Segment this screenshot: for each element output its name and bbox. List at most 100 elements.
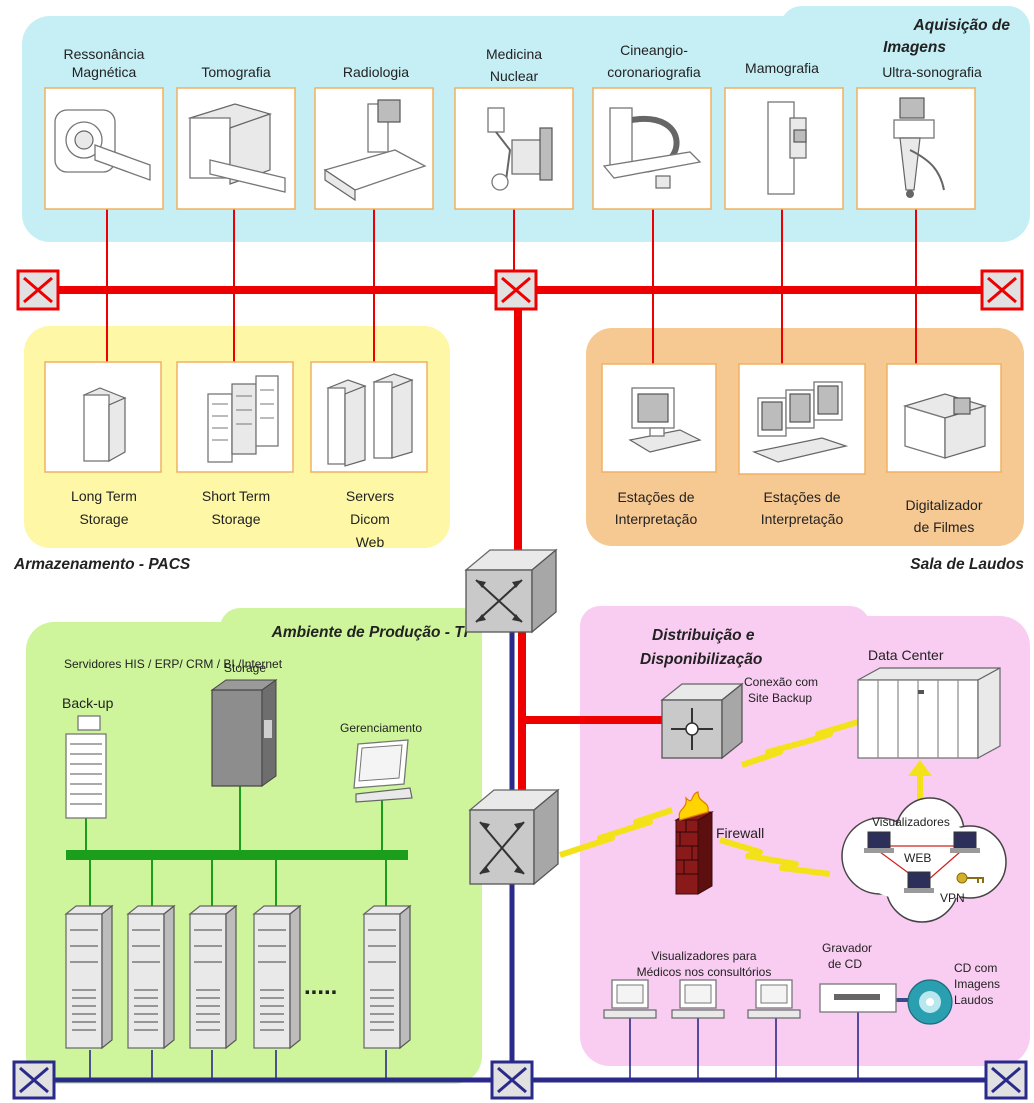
router-icon [660, 682, 744, 760]
data-center-icon [857, 666, 1001, 760]
reading-ws-2-label-1: Estações de [763, 489, 840, 505]
doctors-viewers-label-2: Médicos nos consultórios [637, 965, 772, 979]
site-backup-label-1: Conexão com [744, 675, 818, 689]
modality-mammo-label: Mamografia [745, 60, 819, 76]
short-term-storage: Short Term Storage [176, 361, 294, 527]
modality-us-label: Ultra-sonografia [882, 64, 982, 80]
server-to-blue-lines [89, 1010, 859, 1080]
film-digitizer-icon [902, 393, 988, 459]
production-storage-label: Storage [224, 661, 266, 675]
server-tower-1 [64, 904, 114, 1050]
reading-ws-1-label-1: Estações de [617, 489, 694, 505]
backup-device: Back-up [62, 695, 114, 819]
modality-mri: Ressonância Magnética [44, 46, 164, 210]
more-servers-ellipsis: ..... [304, 973, 337, 1000]
film-digitizer: Digitalizador de Filmes [886, 363, 1002, 535]
vpn-label: VPN [940, 891, 965, 905]
acquisition-title-line2: Imagens [883, 39, 946, 56]
data-center-label: Data Center [868, 647, 944, 663]
modality-mri-label-2: Magnética [72, 64, 137, 80]
dicom-web-servers: Servers Dicom Web [310, 361, 428, 550]
core-switch-icon [464, 548, 558, 634]
modality-angio-label-2: coronariografia [607, 64, 701, 80]
long-term-storage-label-2: Storage [79, 511, 128, 527]
switch-icon-red-center [494, 269, 538, 311]
switch-icon-blue-center [490, 1060, 534, 1100]
storage-cabinet-icon [82, 387, 127, 463]
site-backup-label-2: Site Backup [748, 691, 812, 705]
production-drop-lines [85, 786, 387, 906]
switch-icon-blue-left [12, 1060, 56, 1100]
reading-ws-1-label-2: Interpretação [615, 511, 698, 527]
cd-label-2: Imagens [954, 977, 1000, 991]
lightning-firewall-cloud [719, 837, 831, 877]
film-digitizer-label-1: Digitalizador [905, 497, 982, 513]
dicom-web-label-3: Web [356, 534, 385, 550]
modality-nuclear: Medicina Nuclear [454, 46, 574, 210]
gamma-camera-icon [487, 107, 553, 191]
modality-nuclear-label-1: Medicina [486, 46, 542, 62]
modality-mri-label-1: Ressonância [64, 46, 145, 62]
multi-monitor-workstation-icon [751, 381, 849, 463]
reading-workstation-2: Estações de Interpretação [738, 363, 866, 527]
modality-xray-label: Radiologia [343, 64, 409, 80]
monitor-icon [353, 739, 413, 803]
modality-ct: Tomografia [176, 64, 296, 210]
management-label: Gerenciamento [340, 721, 422, 735]
modality-mammography: Mamografia [724, 60, 844, 210]
laptop-icon-left [864, 831, 894, 853]
short-term-storage-label-1: Short Term [202, 488, 270, 504]
xray-machine-icon [323, 99, 427, 202]
modality-ct-label: Tomografia [201, 64, 270, 80]
cd-writer-label-2: de CD [828, 957, 862, 971]
web-label: WEB [904, 851, 931, 865]
doctor-pc-3 [747, 979, 801, 1019]
production-storage: Storage [210, 661, 278, 787]
reading-workstation-1: Estações de Interpretação [601, 363, 717, 527]
angiography-icon [602, 107, 702, 189]
lightning-router-datacenter [811, 719, 859, 743]
lightning-switch-firewall [559, 807, 673, 858]
laptop-icon-bottom [904, 871, 934, 893]
production-title: Ambiente de Produção - TI [271, 624, 469, 641]
distribution-switch-icon [468, 788, 560, 886]
dicom-web-label-2: Dicom [350, 511, 390, 527]
cd-writer: Gravador de CD [819, 941, 897, 1013]
viewers-cloud: Visualizadores WEB VPN [841, 797, 1007, 923]
key-icon [956, 872, 984, 884]
switch-icon-red-left [16, 269, 60, 311]
cd-writer-icon [819, 983, 897, 1013]
short-term-storage-label-2: Storage [211, 511, 260, 527]
management-station: Gerenciamento [340, 721, 422, 803]
mri-scanner-icon [54, 109, 151, 181]
lightning-site-backup [741, 737, 813, 768]
modality-nuclear-label-2: Nuclear [490, 68, 539, 84]
mammography-icon [767, 101, 807, 195]
doctor-pc-2 [671, 979, 725, 1019]
server-tower-4 [252, 904, 302, 1050]
site-backup-router: Conexão com Site Backup [660, 675, 818, 760]
data-center: Data Center [857, 647, 1001, 760]
long-term-storage: Long Term Storage [44, 361, 162, 527]
ultrasound-icon [893, 97, 945, 198]
reading-room-title: Sala de Laudos [910, 556, 1024, 573]
modality-angio-label-1: Cineangio- [620, 42, 688, 58]
film-digitizer-label-2: de Filmes [914, 519, 975, 535]
switch-icon-blue-right [984, 1060, 1028, 1100]
modality-drop-lines [106, 209, 917, 364]
reading-ws-2-label-2: Interpretação [761, 511, 844, 527]
dicom-web-label-1: Servers [346, 488, 394, 504]
tape-library-icon [65, 715, 107, 819]
storage-tower-icon [210, 679, 278, 787]
workstation-icon [628, 387, 702, 453]
doctor-pc-1 [603, 979, 657, 1019]
storage-rack-icon [207, 375, 279, 463]
cd-media: CD com Imagens Laudos [907, 961, 1000, 1025]
storage-title: Armazenamento - PACS [13, 556, 191, 573]
doctors-viewers-label-1: Visualizadores para [651, 949, 757, 963]
distribution-title-line1: Distribuição e [652, 627, 755, 644]
modality-ultrasound: Ultra-sonografia [856, 64, 982, 210]
acquisition-title-line1: Aquisição de [913, 17, 1011, 34]
laptop-icon-right [950, 831, 980, 853]
